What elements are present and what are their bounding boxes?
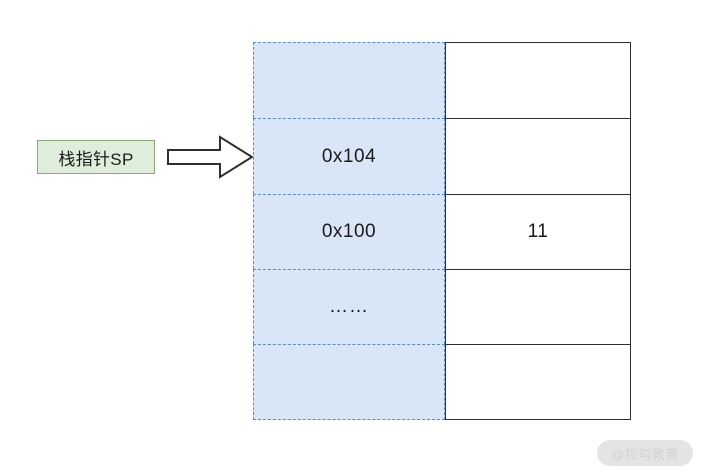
address-text: 0x104: [321, 145, 377, 167]
address-cell: 0x100: [253, 194, 445, 269]
address-text: ……: [329, 296, 369, 317]
address-text: 0x100: [321, 221, 377, 242]
watermark-text: @拉勾教育: [611, 446, 679, 462]
address-cell: ……: [253, 269, 445, 344]
memory-table: 0x104 0x100 11 ……: [253, 42, 631, 420]
value-cell: [445, 269, 631, 344]
value-cell: 11: [445, 194, 631, 269]
stack-pointer-label-text: 栈指针SP: [58, 149, 134, 169]
right-block-arrow-svg: [167, 135, 254, 179]
table-row: [253, 42, 631, 118]
arrow-shape: [167, 135, 254, 179]
value-cell: [445, 344, 631, 420]
table-row: 0x100 11: [253, 194, 631, 269]
address-cell: [253, 344, 445, 420]
table-row: [253, 344, 631, 420]
stack-pointer-label: 栈指针SP: [37, 140, 155, 174]
table-row: ……: [253, 269, 631, 344]
address-cell: 0x104: [253, 118, 445, 194]
table-row: 0x104: [253, 118, 631, 194]
address-cell: [253, 42, 445, 118]
watermark: @拉勾教育: [597, 440, 693, 466]
value-cell: [445, 42, 631, 118]
right-block-arrow-icon: [166, 134, 254, 180]
value-text: 11: [527, 221, 549, 242]
value-cell: [445, 118, 631, 194]
